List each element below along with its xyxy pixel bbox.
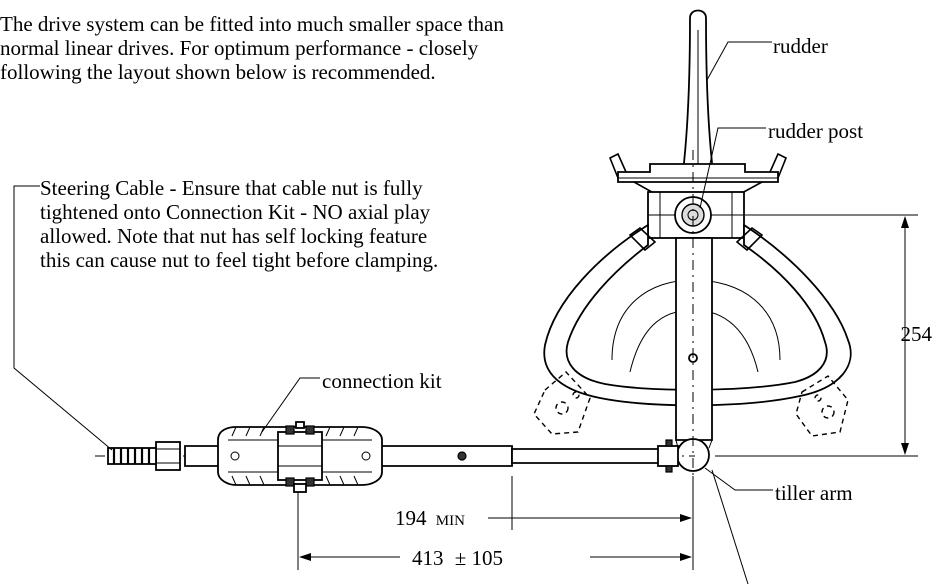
cable-note-line-2: tightened onto Connection Kit - NO axial… xyxy=(40,200,431,224)
intro-line-2: normal linear drives. For optimum perfor… xyxy=(0,36,479,60)
cable-note-line-4: this can cause nut to feel tight before … xyxy=(40,248,439,272)
dimension-194-text: 194 MIN xyxy=(395,506,465,530)
steering-cable-note: Steering Cable - Ensure that cable nut i… xyxy=(40,176,438,272)
tiller-arm-label: tiller arm xyxy=(775,481,853,505)
connection-kit xyxy=(217,421,383,493)
dimension-194-unit: MIN xyxy=(436,513,465,529)
cable-note-line-1: Steering Cable - Ensure that cable nut i… xyxy=(40,176,423,200)
intro-line-3: following the layout shown below is reco… xyxy=(0,60,436,84)
rudder-post xyxy=(674,196,712,234)
rudder xyxy=(681,9,715,173)
dimension-194-min: 194 MIN xyxy=(395,476,694,570)
dimension-413: 413 ± 105 xyxy=(297,492,692,570)
mounting-feet xyxy=(533,371,849,437)
steering-cable-end xyxy=(107,441,181,471)
dimension-413-tolerance: ± 105 xyxy=(455,546,503,570)
dimension-194-value: 194 xyxy=(395,506,427,530)
tiller-arm xyxy=(675,237,713,472)
connection-kit-label: connection kit xyxy=(322,369,442,393)
intro-line-1: The drive system can be fitted into much… xyxy=(0,12,504,36)
rudder-post-label: rudder post xyxy=(768,119,864,143)
dimension-254-value: 254 xyxy=(901,322,933,346)
cable-note-line-3: allowed. Note that nut has self locking … xyxy=(40,224,428,248)
leaders xyxy=(13,41,773,584)
dimension-413-value: 413 xyxy=(412,546,444,570)
dimension-413-text: 413 ± 105 xyxy=(412,546,503,570)
intro-note: The drive system can be fitted into much… xyxy=(0,12,504,84)
dimension-254: 254 xyxy=(715,214,933,457)
rudder-label: rudder xyxy=(773,34,828,58)
